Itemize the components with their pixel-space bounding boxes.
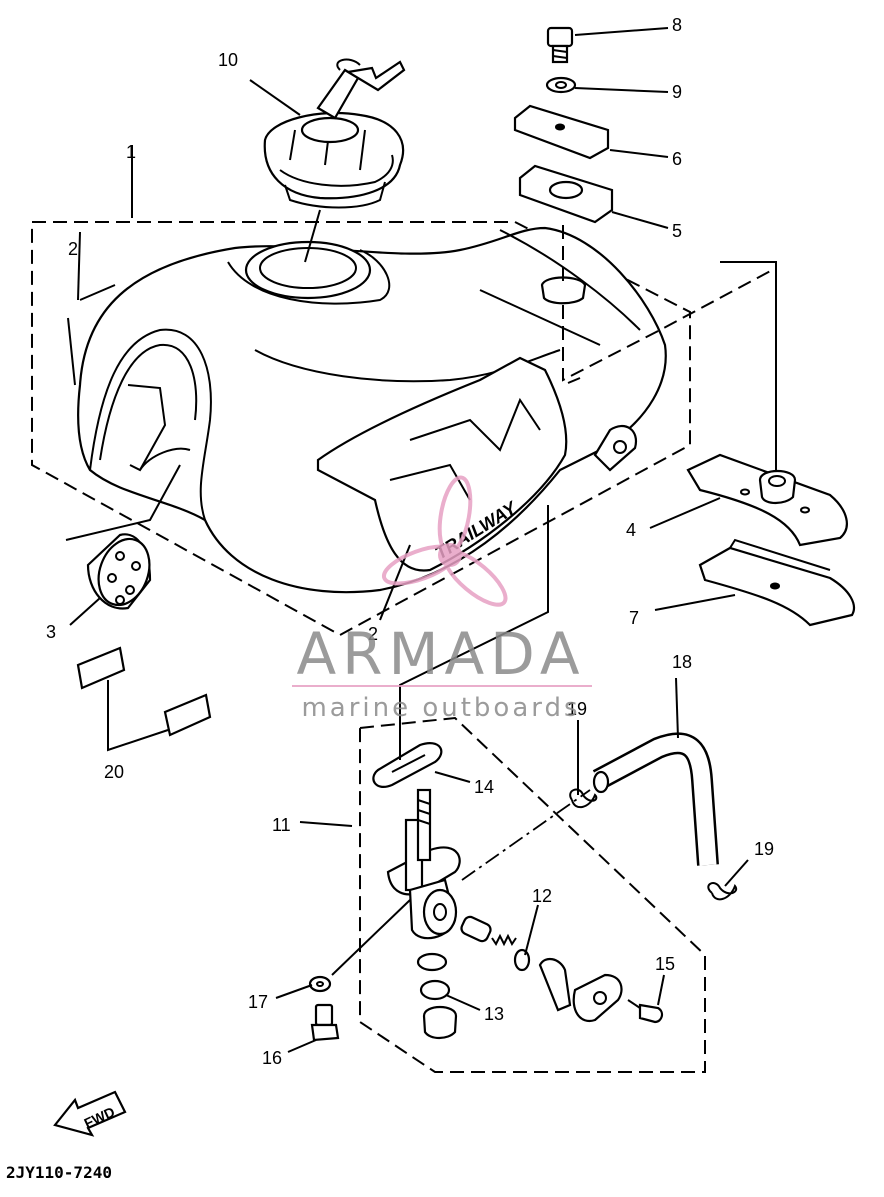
fuel-cap	[263, 58, 406, 209]
part-number-labels: 1 2 2 3 4 5 6 7 8 9 10 11 12 13 14 15 16…	[46, 15, 774, 1068]
cock-lever	[538, 957, 572, 1012]
fuel-cock	[386, 788, 461, 940]
washer	[545, 76, 577, 94]
fuel-tank: TRAILWAY	[77, 226, 667, 594]
filter-ring	[419, 979, 451, 1001]
part-label-6: 6	[672, 149, 682, 169]
part-label-13: 13	[484, 1004, 504, 1024]
part-label-17: 17	[248, 992, 268, 1012]
watermark-brand: ARMADA	[296, 620, 585, 688]
bolt	[546, 26, 574, 64]
watermark-tagline: marine outboards	[301, 693, 580, 723]
part-label-8: 8	[672, 15, 682, 35]
part-label-9: 9	[672, 82, 682, 102]
part-label-3: 3	[46, 622, 56, 642]
watermark: ARMADA marine outboards	[292, 475, 592, 723]
fuel-cup	[422, 1005, 458, 1040]
part-label-16: 16	[262, 1048, 282, 1068]
drain-bolt	[310, 1003, 340, 1042]
part-label-2b: 2	[368, 624, 378, 644]
part-label-15: 15	[655, 954, 675, 974]
o-ring	[513, 948, 531, 972]
part-label-10: 10	[218, 50, 238, 70]
rear-bracket	[686, 453, 848, 547]
label-plate-b	[163, 693, 212, 737]
label-plate-a	[76, 646, 126, 690]
leader-lines	[65, 27, 777, 1053]
part-label-20: 20	[104, 762, 124, 782]
seal-washer	[416, 952, 448, 972]
screw	[638, 1003, 664, 1024]
part-label-7: 7	[629, 608, 639, 628]
bracket-cushion	[698, 538, 856, 627]
part-label-19b: 19	[754, 839, 774, 859]
part-label-1: 1	[126, 142, 136, 162]
cover-plate	[572, 973, 623, 1023]
part-label-18: 18	[672, 652, 692, 672]
rubber-damper	[86, 533, 152, 610]
part-label-4: 4	[626, 520, 636, 540]
forward-arrow: FWD	[53, 1090, 127, 1137]
drawing-code: 2JY110-7240	[6, 1163, 112, 1182]
fuel-cock-group-boundary	[359, 716, 706, 1073]
part-label-12: 12	[532, 886, 552, 906]
part-label-19a: 19	[567, 699, 587, 719]
tank-group-boundary	[31, 221, 691, 637]
drain-washer	[308, 975, 332, 993]
part-label-5: 5	[672, 221, 682, 241]
part-label-2a: 2	[68, 239, 78, 259]
spring	[491, 933, 517, 947]
part-label-11: 11	[272, 815, 291, 835]
watermark-logo-icon	[381, 475, 508, 607]
hose-clip-a	[569, 788, 598, 809]
hose-clip-b	[707, 882, 738, 901]
bracket-plate	[513, 104, 610, 160]
part-label-14: 14	[474, 777, 494, 797]
plunger	[460, 915, 492, 943]
